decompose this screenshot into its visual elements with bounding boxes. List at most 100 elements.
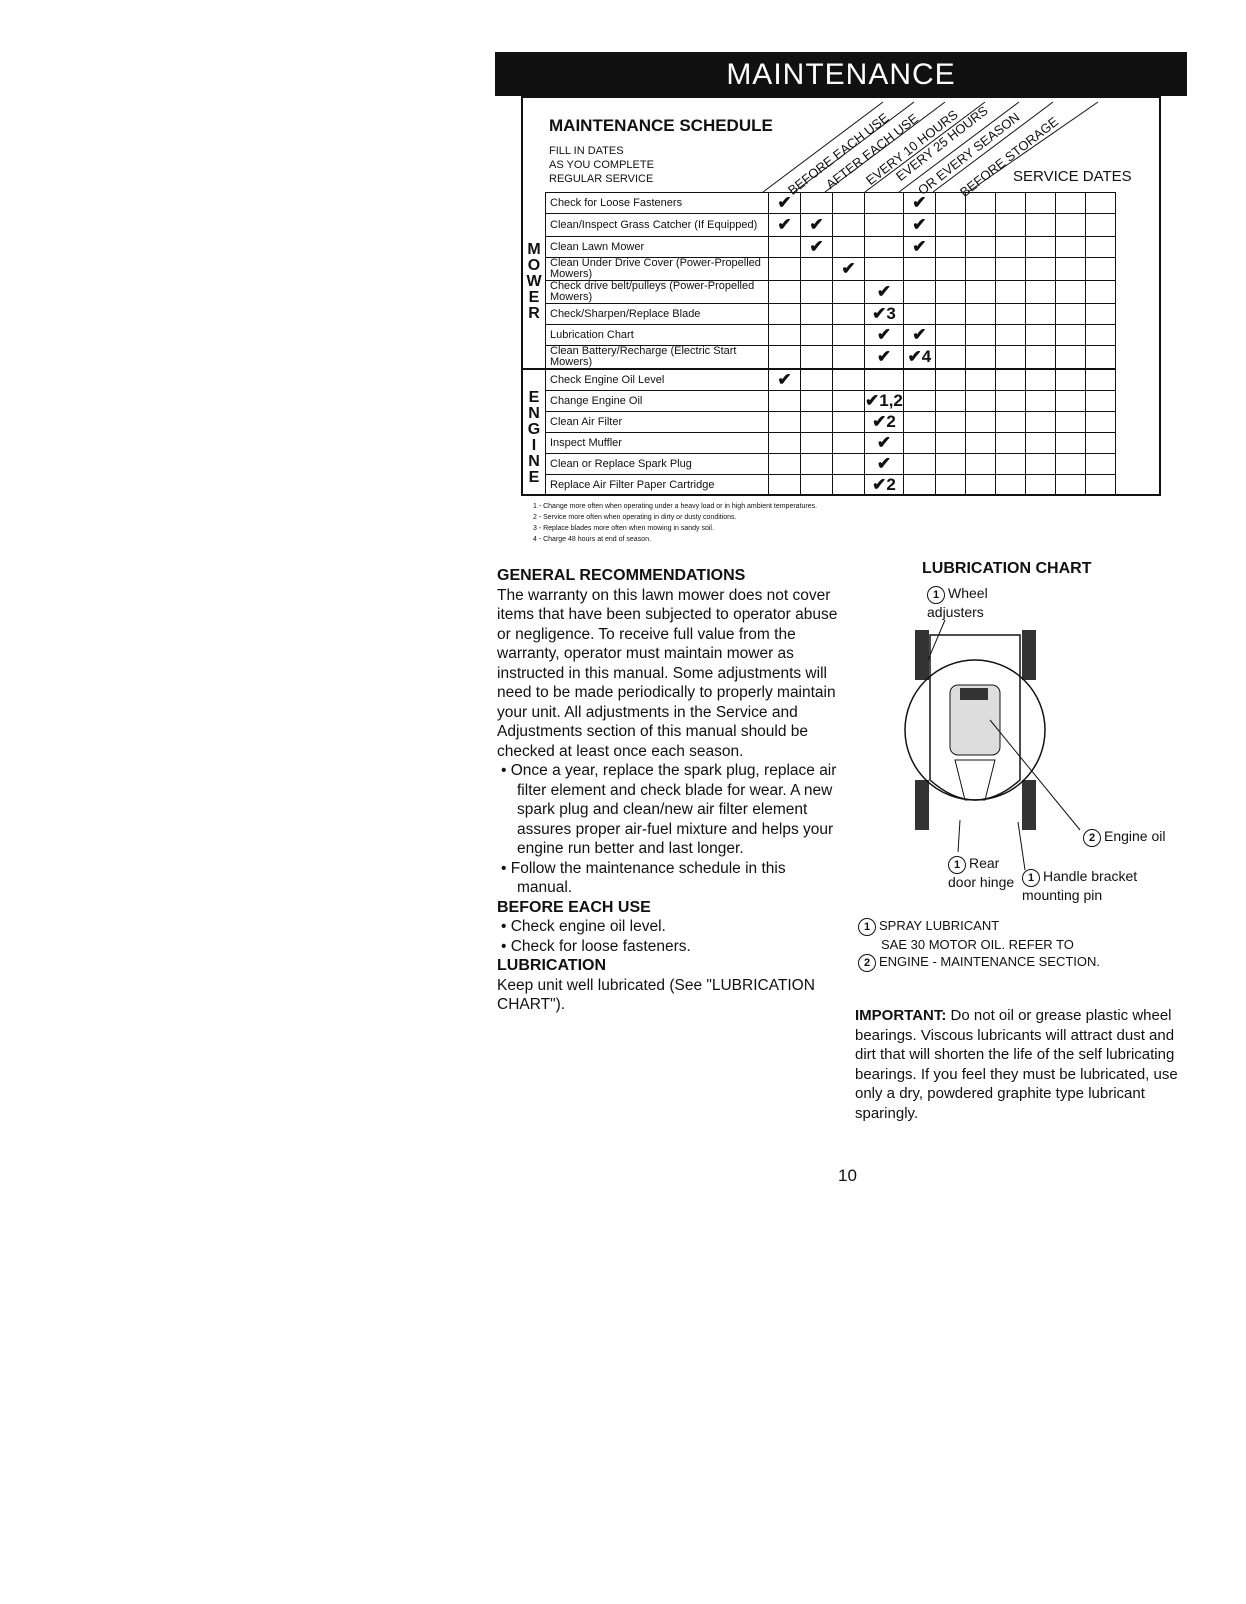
service-date-cell[interactable] bbox=[1084, 368, 1116, 391]
service-date-cell[interactable] bbox=[1054, 474, 1086, 494]
service-date-cell[interactable] bbox=[1024, 257, 1056, 281]
service-date-cell[interactable] bbox=[1084, 303, 1116, 325]
service-date-cell[interactable] bbox=[934, 280, 966, 304]
check-cell bbox=[902, 280, 936, 304]
service-date-cell[interactable] bbox=[1054, 257, 1086, 281]
service-date-cell[interactable] bbox=[1024, 345, 1056, 370]
service-date-cell[interactable] bbox=[1084, 453, 1116, 475]
service-date-cell[interactable] bbox=[1084, 411, 1116, 433]
service-date-cell[interactable] bbox=[934, 411, 966, 433]
service-date-cell[interactable] bbox=[1024, 411, 1056, 433]
service-date-cell[interactable] bbox=[1084, 280, 1116, 304]
task-cell: Change Engine Oil bbox=[545, 390, 769, 412]
service-date-cell[interactable] bbox=[1054, 432, 1086, 454]
section-cell bbox=[523, 192, 546, 214]
service-date-cell[interactable] bbox=[994, 345, 1026, 370]
service-date-cell[interactable] bbox=[934, 303, 966, 325]
check-cell: ✔1,2 bbox=[864, 390, 904, 412]
callout-label: Engine oil bbox=[1104, 828, 1166, 844]
service-date-cell[interactable] bbox=[1054, 453, 1086, 475]
service-date-cell[interactable] bbox=[934, 474, 966, 494]
section-letter: E bbox=[528, 289, 540, 306]
service-date-cell[interactable] bbox=[964, 432, 996, 454]
service-date-cell[interactable] bbox=[934, 453, 966, 475]
before-bullet: Check for loose fasteners. bbox=[497, 937, 842, 957]
service-date-cell[interactable] bbox=[1054, 213, 1086, 237]
service-date-cell[interactable] bbox=[964, 192, 996, 214]
service-date-cell[interactable] bbox=[1084, 236, 1116, 258]
service-date-cell[interactable] bbox=[994, 432, 1026, 454]
service-date-cell[interactable] bbox=[1084, 474, 1116, 494]
footnote: 2 - Service more often when operating in… bbox=[533, 514, 737, 521]
section-letter: O bbox=[527, 257, 541, 274]
service-date-cell[interactable] bbox=[964, 474, 996, 494]
service-date-cell[interactable] bbox=[1054, 390, 1086, 412]
service-date-cell[interactable] bbox=[964, 368, 996, 391]
service-date-cell[interactable] bbox=[1084, 345, 1116, 370]
service-date-cell[interactable] bbox=[1084, 192, 1116, 214]
service-date-cell[interactable] bbox=[1024, 324, 1056, 346]
service-date-cell[interactable] bbox=[994, 411, 1026, 433]
service-date-cell[interactable] bbox=[964, 324, 996, 346]
service-date-cell[interactable] bbox=[964, 390, 996, 412]
service-date-cell[interactable] bbox=[964, 303, 996, 325]
service-date-cell[interactable] bbox=[1054, 303, 1086, 325]
service-date-cell[interactable] bbox=[964, 411, 996, 433]
service-date-cell[interactable] bbox=[994, 257, 1026, 281]
table-row: Clean Lawn Mower✔✔ bbox=[523, 236, 1116, 258]
service-date-cell[interactable] bbox=[934, 324, 966, 346]
service-date-cell[interactable] bbox=[934, 257, 966, 281]
service-date-cell[interactable] bbox=[934, 236, 966, 258]
service-date-cell[interactable] bbox=[994, 474, 1026, 494]
service-date-cell[interactable] bbox=[994, 280, 1026, 304]
service-date-cell[interactable] bbox=[964, 236, 996, 258]
service-date-cell[interactable] bbox=[1054, 192, 1086, 214]
service-date-cell[interactable] bbox=[1024, 236, 1056, 258]
check-cell bbox=[768, 303, 801, 325]
service-date-cell[interactable] bbox=[964, 213, 996, 237]
service-date-cell[interactable] bbox=[1054, 236, 1086, 258]
service-date-cell[interactable] bbox=[1084, 390, 1116, 412]
service-date-cell[interactable] bbox=[994, 303, 1026, 325]
check-cell bbox=[902, 432, 936, 454]
check-cell bbox=[832, 213, 865, 237]
service-date-cell[interactable] bbox=[964, 345, 996, 370]
service-date-cell[interactable] bbox=[994, 236, 1026, 258]
service-date-cell[interactable] bbox=[994, 453, 1026, 475]
service-date-cell[interactable] bbox=[994, 368, 1026, 391]
service-date-cell[interactable] bbox=[994, 390, 1026, 412]
service-date-cell[interactable] bbox=[934, 192, 966, 214]
check-cell: ✔ bbox=[864, 324, 904, 346]
service-date-cell[interactable] bbox=[1024, 453, 1056, 475]
service-date-cell[interactable] bbox=[994, 192, 1026, 214]
service-date-cell[interactable] bbox=[1054, 368, 1086, 391]
service-date-cell[interactable] bbox=[1024, 280, 1056, 304]
service-date-cell[interactable] bbox=[1024, 432, 1056, 454]
service-date-cell[interactable] bbox=[1084, 324, 1116, 346]
service-date-cell[interactable] bbox=[994, 213, 1026, 237]
service-date-cell[interactable] bbox=[994, 324, 1026, 346]
service-date-cell[interactable] bbox=[1024, 213, 1056, 237]
service-date-cell[interactable] bbox=[1054, 345, 1086, 370]
service-date-cell[interactable] bbox=[934, 213, 966, 237]
service-date-cell[interactable] bbox=[1024, 192, 1056, 214]
service-date-cell[interactable] bbox=[964, 453, 996, 475]
service-date-cell[interactable] bbox=[1054, 411, 1086, 433]
section-letter: I bbox=[531, 437, 537, 454]
service-date-cell[interactable] bbox=[1054, 280, 1086, 304]
service-date-cell[interactable] bbox=[1024, 368, 1056, 391]
service-date-cell[interactable] bbox=[964, 257, 996, 281]
service-date-cell[interactable] bbox=[934, 432, 966, 454]
service-date-cell[interactable] bbox=[1084, 257, 1116, 281]
service-date-cell[interactable] bbox=[1024, 474, 1056, 494]
service-date-cell[interactable] bbox=[1024, 390, 1056, 412]
service-date-cell[interactable] bbox=[934, 390, 966, 412]
service-date-cell[interactable] bbox=[934, 368, 966, 391]
service-date-cell[interactable] bbox=[1084, 213, 1116, 237]
service-date-cell[interactable] bbox=[1084, 432, 1116, 454]
service-date-cell[interactable] bbox=[1054, 324, 1086, 346]
service-date-cell[interactable] bbox=[1024, 303, 1056, 325]
service-date-cell[interactable] bbox=[964, 280, 996, 304]
check-cell bbox=[768, 236, 801, 258]
service-date-cell[interactable] bbox=[934, 345, 966, 370]
